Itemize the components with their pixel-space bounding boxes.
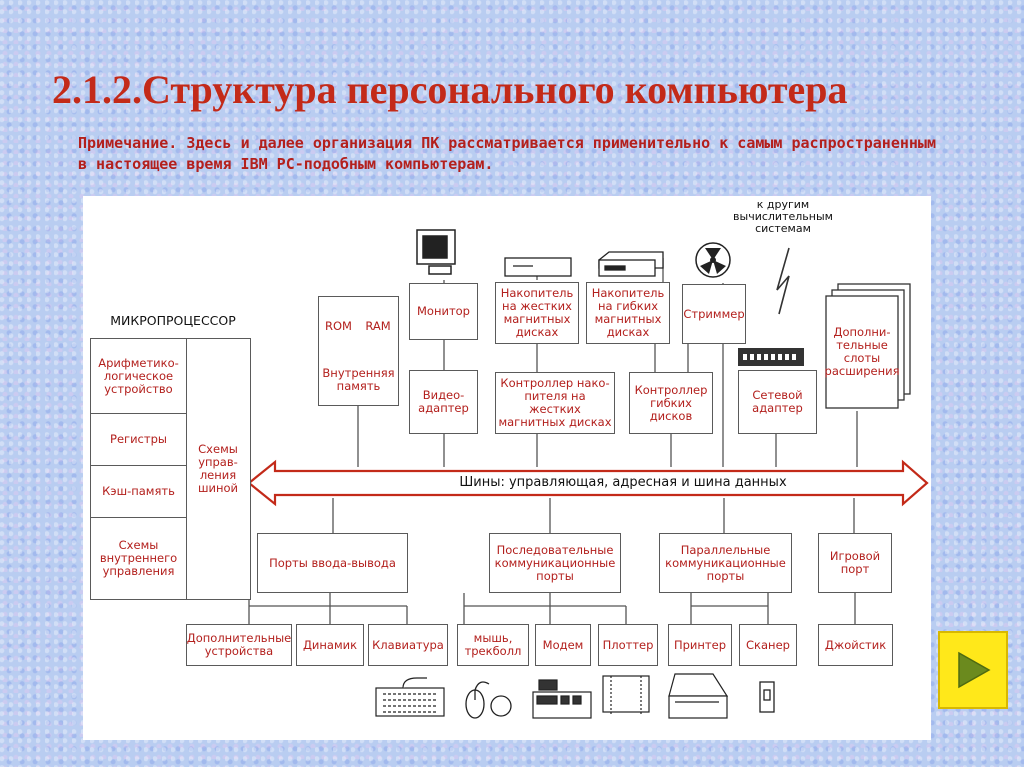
plotter-picture-icon bbox=[602, 675, 650, 716]
next-slide-button[interactable] bbox=[938, 631, 1008, 709]
bus-label: Шины: управляющая, адресная и шина данны… bbox=[459, 475, 787, 490]
video-adapter-box: Видео-адаптер bbox=[409, 370, 478, 434]
speaker-box: Динамик bbox=[296, 624, 364, 666]
rom-box: ROM bbox=[319, 297, 359, 357]
hdd-box: Накопитель на жестких магнитных дисках bbox=[495, 282, 579, 344]
internal-control-box: Схемы внутреннего управления bbox=[91, 518, 187, 599]
keyboard-box: Клавиатура bbox=[368, 624, 448, 666]
play-triangle-icon bbox=[958, 651, 991, 689]
network-device-icon bbox=[738, 348, 804, 366]
page-title: 2.1.2.Структура персонального компьютера bbox=[52, 67, 848, 112]
alu-box: Арифметико-логическое устройство bbox=[91, 339, 187, 414]
hdd-controller-box: Контроллер нако-пителя на жестких магнит… bbox=[495, 372, 615, 434]
expansion-cards-icon bbox=[825, 283, 911, 409]
streamer-picture-icon bbox=[695, 242, 731, 278]
printer-picture-icon bbox=[668, 673, 729, 719]
cpu-container: Арифметико-логическое устройство Регистр… bbox=[90, 338, 251, 600]
memory-container: ROM RAM Внутренняя память bbox=[318, 296, 399, 406]
scanner-box: Сканер bbox=[739, 624, 797, 666]
fdd-controller-box: Контроллер гибких дисков bbox=[629, 372, 713, 434]
internal-memory-box: Внутренняя память bbox=[319, 356, 398, 404]
hdd-picture-icon bbox=[504, 257, 572, 277]
ram-box: RAM bbox=[358, 297, 398, 357]
io-ports-box: Порты ввода-вывода bbox=[257, 533, 408, 593]
keyboard-picture-icon bbox=[375, 677, 445, 717]
serial-ports-box: Последовательные коммуникационные порты bbox=[489, 533, 621, 593]
extra-devices-box: Дополнительные устройства bbox=[186, 624, 292, 666]
expansion-slots-box: Дополни-тельные слоты расширения bbox=[824, 325, 900, 378]
monitor-box: Монитор bbox=[409, 283, 478, 340]
joystick-picture-icon bbox=[759, 681, 775, 713]
mouse-box: мышь, трекболл bbox=[457, 624, 529, 666]
bus-control-box: Схемы управ-ления шиной bbox=[187, 339, 249, 599]
fdd-picture-icon bbox=[598, 251, 664, 277]
fdd-box: Накопитель на гибких магнитных дисках bbox=[586, 282, 670, 344]
streamer-box: Стриммер bbox=[682, 284, 746, 344]
mouse-picture-icon bbox=[465, 681, 512, 719]
note-text: Примечание. Здесь и далее организация ПК… bbox=[78, 134, 936, 173]
monitor-picture-icon bbox=[416, 229, 456, 275]
modem-box: Модем bbox=[535, 624, 591, 666]
cache-box: Кэш-память bbox=[91, 466, 187, 518]
printer-box: Принтер bbox=[668, 624, 732, 666]
parallel-ports-box: Параллельные коммуникационные порты bbox=[659, 533, 792, 593]
bus-arrow bbox=[247, 459, 929, 507]
registers-box: Регистры bbox=[91, 414, 187, 466]
plotter-box: Плоттер bbox=[598, 624, 658, 666]
modem-picture-icon bbox=[532, 679, 592, 719]
joystick-box: Джойстик bbox=[818, 624, 893, 666]
game-port-box: Игровой порт bbox=[818, 533, 892, 593]
cpu-label: МИКРОПРОЦЕССОР bbox=[110, 313, 236, 328]
network-adapter-box: Сетевой адаптер bbox=[738, 370, 817, 434]
